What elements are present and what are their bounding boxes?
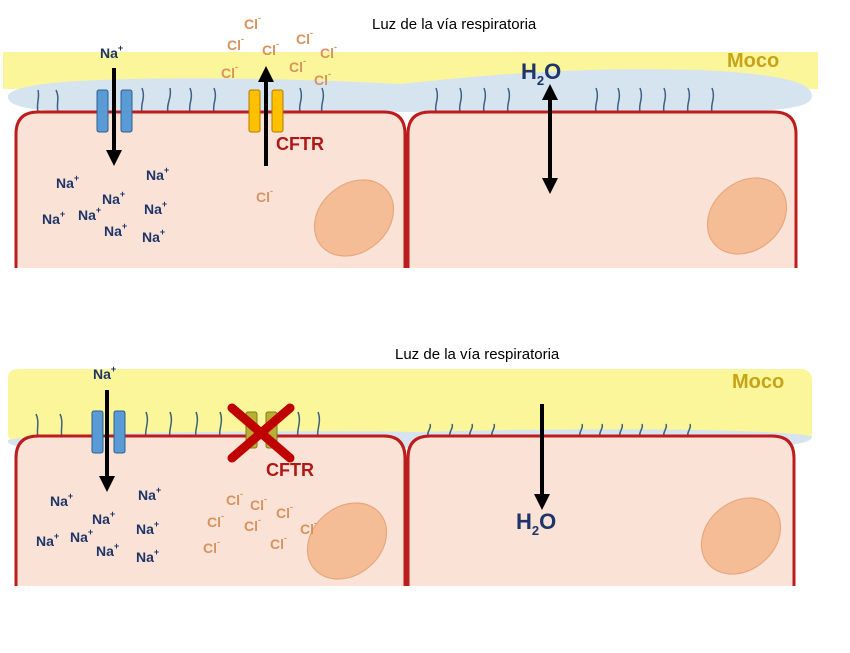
sodium-ions-lumen: Na+	[100, 43, 123, 61]
svg-text:Cl-: Cl-	[314, 69, 331, 88]
svg-text:Cl-: Cl-	[296, 28, 313, 47]
epithelial-cell-right	[406, 110, 798, 268]
svg-text:Na+: Na+	[144, 199, 167, 217]
svg-text:Na+: Na+	[42, 209, 65, 227]
cftr-label: CFTR	[276, 134, 324, 154]
svg-text:H2O: H2O	[521, 59, 561, 88]
svg-text:Na+: Na+	[104, 221, 127, 239]
svg-text:Na+: Na+	[100, 43, 123, 61]
airway-lumen-title: Luz de la vía respiratoria	[372, 16, 537, 33]
svg-text:Cl-: Cl-	[227, 34, 244, 53]
svg-text:Cl-: Cl-	[320, 42, 337, 61]
epithelial-cell-right	[406, 434, 796, 586]
svg-text:H2O: H2O	[516, 509, 556, 538]
svg-text:Na+: Na+	[70, 527, 93, 545]
sodium-ions-lumen: Na+	[93, 364, 116, 382]
svg-text:Cl-: Cl-	[207, 511, 224, 530]
svg-text:Na+: Na+	[50, 491, 73, 509]
svg-text:Cl-: Cl-	[226, 489, 243, 508]
svg-text:Na+: Na+	[102, 189, 125, 207]
blocked-x-icon	[227, 403, 295, 463]
svg-text:Cl-: Cl-	[221, 62, 238, 81]
svg-text:Na+: Na+	[96, 541, 119, 559]
cilia-group	[36, 87, 715, 113]
svg-text:Cl-: Cl-	[244, 515, 261, 534]
mucus-label: Moco	[732, 371, 784, 393]
svg-text:Cl-: Cl-	[270, 533, 287, 552]
cftr-channel-icon	[248, 89, 284, 133]
chloride-ions-cell: Cl-	[256, 186, 273, 205]
panel-cystic-fibrosis: Luz de la vía respiratoria Moco	[7, 346, 812, 586]
sodium-channel-icon	[91, 410, 126, 454]
svg-text:Na+: Na+	[78, 205, 101, 223]
periciliary-liquid-layer	[7, 69, 813, 112]
sodium-ions-cell: Na+ Na+ Na+ Na+ Na+ Na+ Na+ Na+	[42, 165, 169, 245]
sodium-ions-cell: Na+ Na+ Na+ Na+ Na+ Na+ Na+ Na+	[36, 485, 161, 565]
svg-text:Na+: Na+	[92, 509, 115, 527]
svg-text:Na+: Na+	[146, 165, 169, 183]
nucleus-icon	[306, 502, 388, 580]
svg-text:Na+: Na+	[136, 547, 159, 565]
svg-text:Cl-: Cl-	[276, 502, 293, 521]
nucleus-icon	[700, 497, 782, 575]
chloride-ions-cell: Cl- Cl- Cl- Cl- Cl- Cl- Cl- Cl-	[203, 489, 317, 556]
airway-lumen-title: Luz de la vía respiratoria	[395, 346, 560, 363]
panel-normal: Luz de la vía respiratoria Moco	[3, 13, 818, 268]
svg-text:Na+: Na+	[36, 531, 59, 549]
mucus-label: Moco	[727, 50, 779, 72]
svg-text:Na+: Na+	[56, 173, 79, 191]
svg-text:Cl-: Cl-	[262, 39, 279, 58]
svg-text:Cl-: Cl-	[250, 494, 267, 513]
chloride-ions-lumen: Cl- Cl- Cl- Cl- Cl- Cl- Cl- Cl-	[221, 13, 337, 88]
svg-text:Na+: Na+	[142, 227, 165, 245]
h2o-label: H2O	[516, 509, 556, 538]
svg-text:Cl-: Cl-	[300, 518, 317, 537]
sodium-channel-icon	[96, 89, 133, 133]
svg-text:Cl-: Cl-	[203, 537, 220, 556]
nucleus-icon	[313, 179, 395, 257]
mucus-layer	[8, 369, 812, 442]
svg-text:Na+: Na+	[93, 364, 116, 382]
svg-text:Na+: Na+	[138, 485, 161, 503]
svg-text:Cl-: Cl-	[244, 13, 261, 32]
cftr-label: CFTR	[266, 460, 314, 480]
svg-text:Cl-: Cl-	[256, 186, 273, 205]
nucleus-icon	[706, 177, 788, 255]
h2o-label: H2O	[521, 59, 561, 88]
svg-text:Cl-: Cl-	[289, 56, 306, 75]
svg-text:Na+: Na+	[136, 519, 159, 537]
